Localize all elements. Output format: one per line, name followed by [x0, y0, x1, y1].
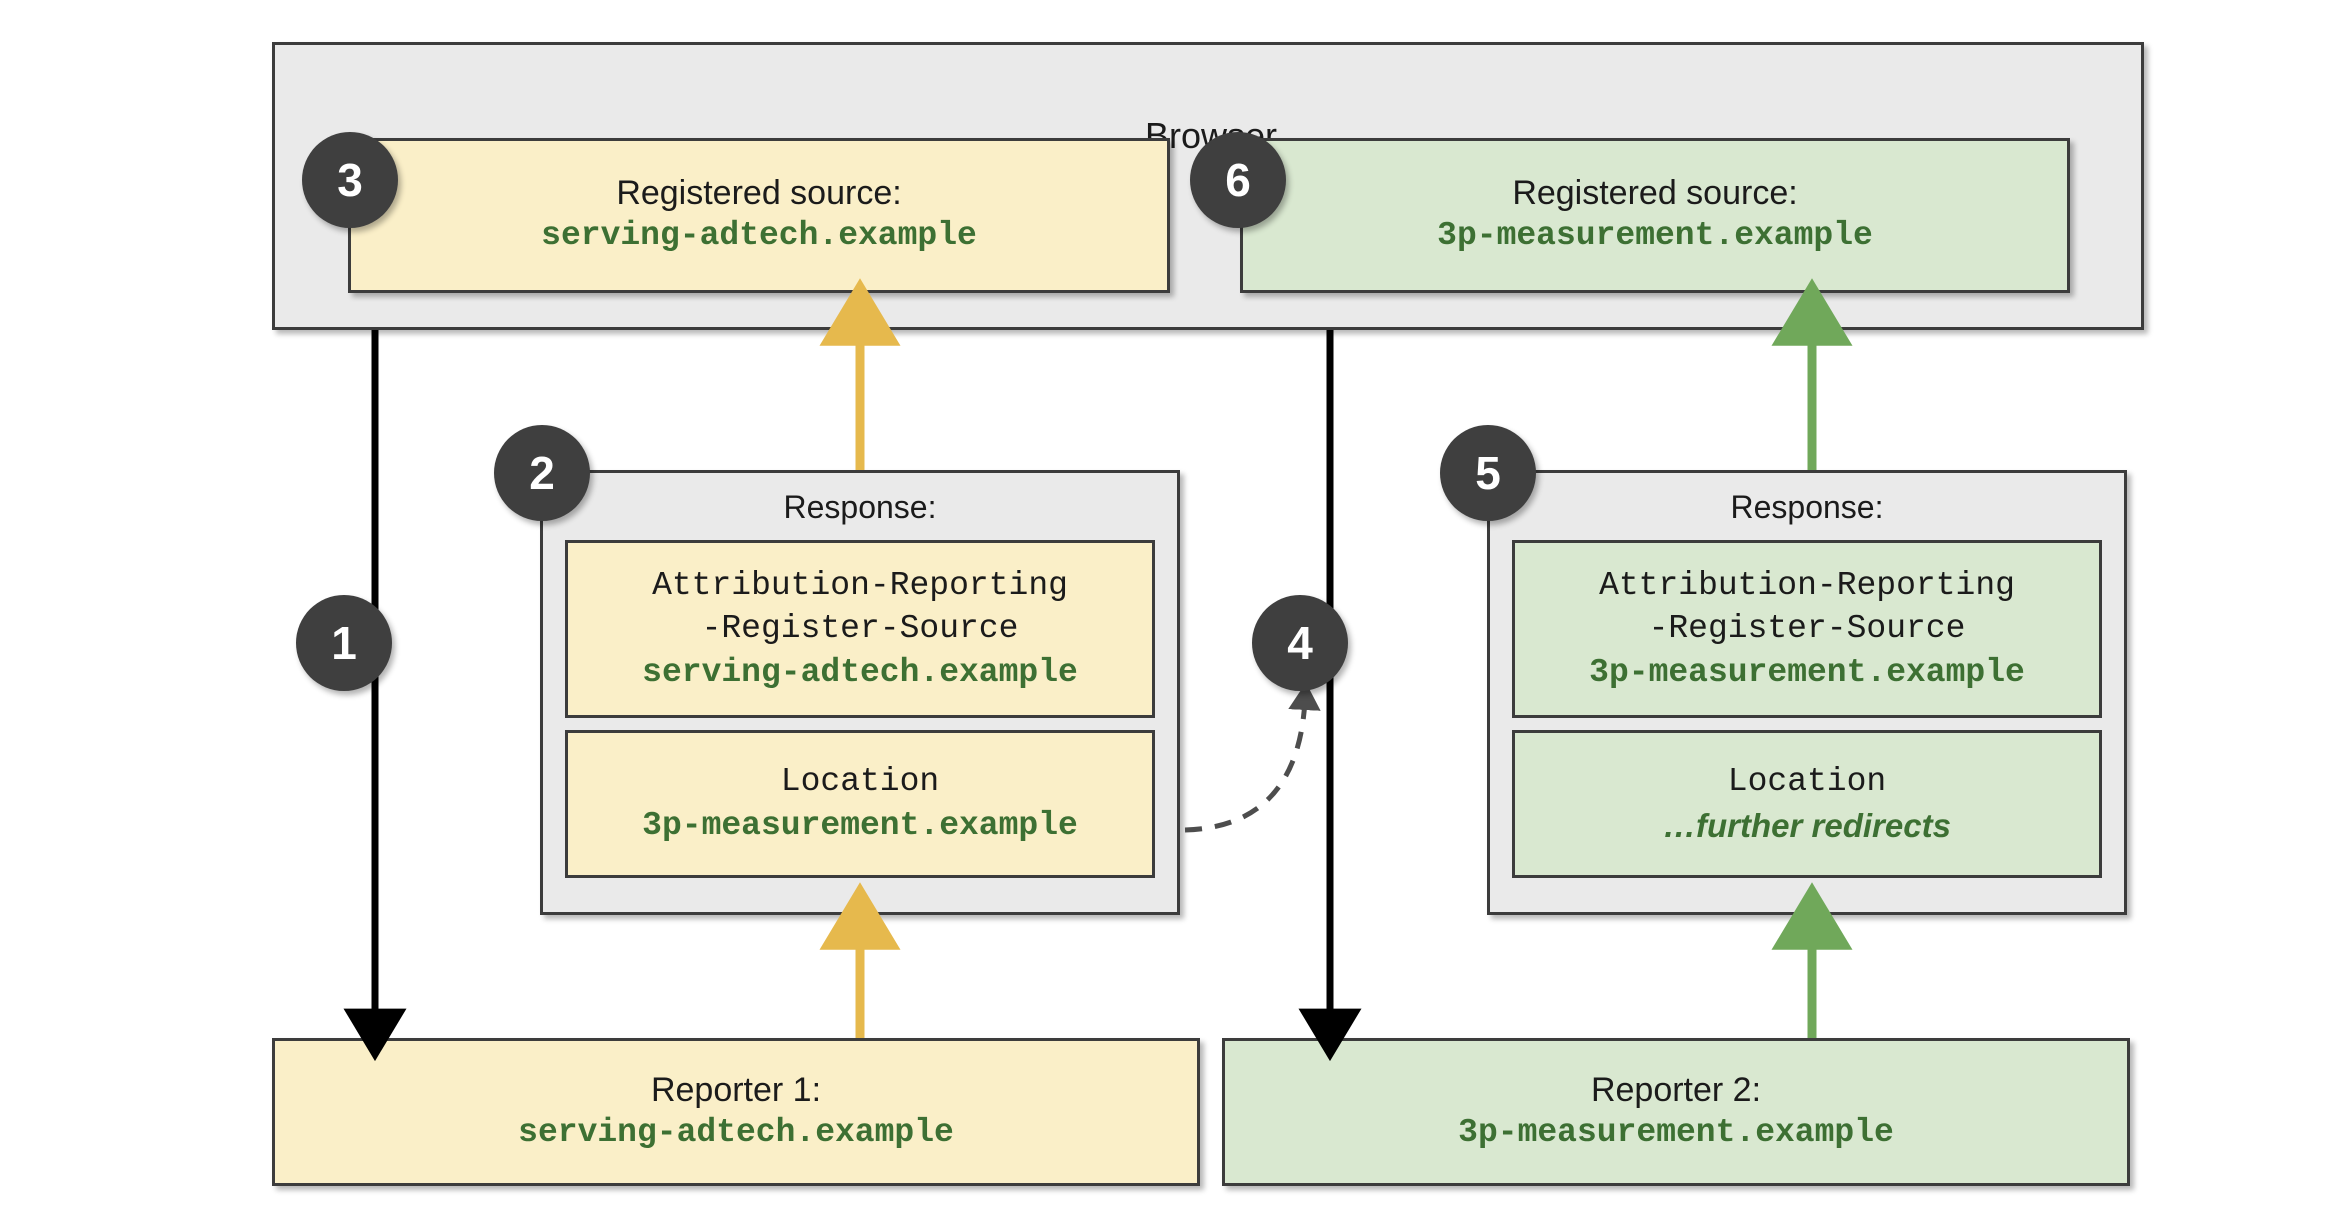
step-badge-3: 3: [302, 132, 398, 228]
response-2-location-value: …further redirects: [1663, 807, 1951, 844]
step-badge-1: 1: [296, 595, 392, 691]
response-1-label: Response:: [783, 489, 937, 525]
response-panel-1: Response: Attribution-Reporting -Registe…: [540, 470, 1180, 915]
response-1-register-source-card: Attribution-Reporting -Register-Source s…: [565, 540, 1155, 718]
response-1-header-line2: -Register-Source: [701, 610, 1019, 648]
registered-source-1-heading: Registered source:: [616, 174, 902, 213]
reporter-2-heading: Reporter 2:: [1590, 1070, 1762, 1109]
registered-source-panel-1: Registered source: serving-adtech.exampl…: [348, 138, 1170, 293]
response-1-location-line1: Location: [780, 763, 940, 801]
response-1-location-value: 3p-measurement.example: [642, 807, 1078, 844]
response-1-location-card: Location 3p-measurement.example: [565, 730, 1155, 878]
registered-source-1-value: serving-adtech.example: [541, 217, 977, 255]
response-2-header-line1: Attribution-Reporting: [1599, 566, 2015, 604]
response-2-register-source-card: Attribution-Reporting -Register-Source 3…: [1512, 540, 2102, 718]
reporter-1-box: Reporter 1: serving-adtech.example: [272, 1038, 1200, 1186]
step-badge-2: 2: [494, 425, 590, 521]
response-1-header-line1: Attribution-Reporting: [652, 566, 1068, 604]
reporter-1-value: serving-adtech.example: [518, 1113, 954, 1151]
reporter-1-heading: Reporter 1:: [650, 1070, 822, 1109]
response-panel-2: Response: Attribution-Reporting -Registe…: [1487, 470, 2127, 915]
response-2-header-line2: -Register-Source: [1648, 610, 1966, 648]
arrow-redirect-dashed: [1184, 682, 1321, 833]
response-2-header-value: 3p-measurement.example: [1589, 653, 2025, 691]
response-1-header-value: serving-adtech.example: [642, 653, 1078, 691]
step-badge-4: 4: [1252, 595, 1348, 691]
reporter-2-box: Reporter 2: 3p-measurement.example: [1222, 1038, 2130, 1186]
response-2-label: Response:: [1730, 489, 1884, 525]
step-badge-6: 6: [1190, 132, 1286, 228]
registered-source-panel-2: Registered source: 3p-measurement.exampl…: [1240, 138, 2070, 293]
reporter-2-value: 3p-measurement.example: [1458, 1113, 1894, 1151]
response-2-location-card: Location …further redirects: [1512, 730, 2102, 878]
registered-source-2-heading: Registered source:: [1512, 174, 1798, 213]
step-badge-5: 5: [1440, 425, 1536, 521]
registered-source-2-value: 3p-measurement.example: [1437, 217, 1873, 255]
response-2-location-line1: Location: [1727, 763, 1887, 801]
